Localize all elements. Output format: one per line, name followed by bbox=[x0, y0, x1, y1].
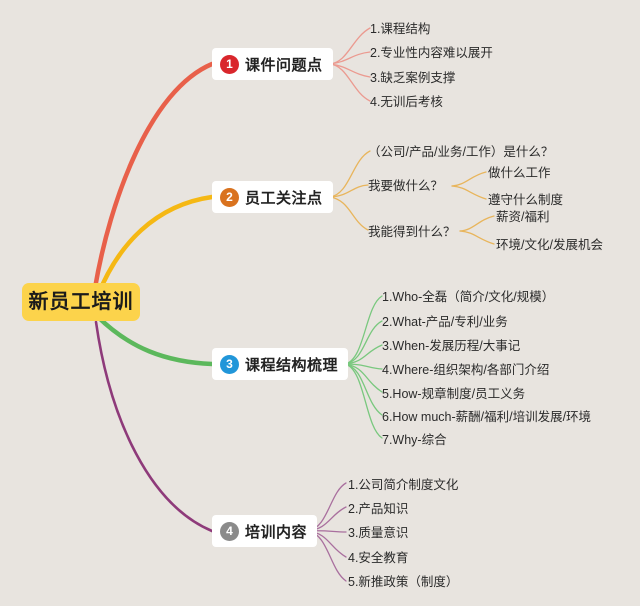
root-node[interactable]: 新员工培训 bbox=[22, 283, 140, 321]
branch-title-1: 课件问题点 bbox=[245, 56, 323, 74]
branch-title-4: 培训内容 bbox=[245, 523, 308, 541]
leaf-1-3[interactable]: 3.缺乏案例支撑 bbox=[370, 71, 456, 85]
leaf-2-2-1[interactable]: 做什么工作 bbox=[488, 166, 551, 180]
leaf-2-3-1[interactable]: 薪资/福利 bbox=[496, 210, 550, 224]
leaf-2-1[interactable]: （公司/产品/业务/工作）是什么？ bbox=[368, 145, 554, 159]
leaf-4-5[interactable]: 5.新推政策（制度） bbox=[348, 575, 459, 589]
leaf-line-1-1 bbox=[329, 27, 371, 65]
branch-title-3: 课程结构梳理 bbox=[245, 356, 339, 374]
trunk-branch-1 bbox=[92, 61, 215, 291]
branch-title-2: 员工关注点 bbox=[245, 189, 323, 207]
branch-node-3[interactable]: 3 课程结构梳理 bbox=[212, 348, 349, 380]
leaf-3-3[interactable]: 3.When-发展历程/大事记 bbox=[382, 339, 521, 353]
branch-node-2[interactable]: 2 员工关注点 bbox=[212, 181, 333, 213]
branch-number-badge-2: 2 bbox=[220, 187, 239, 207]
leaf-3-2[interactable]: 2.What-产品/专利/业务 bbox=[382, 315, 508, 329]
leaf-3-6[interactable]: 6.How much-薪酬/福利/培训发展/环境 bbox=[382, 410, 592, 424]
leaf-4-2[interactable]: 2.产品知识 bbox=[348, 502, 409, 516]
branch-node-1[interactable]: 1 课件问题点 bbox=[212, 48, 333, 80]
leaf-3-4[interactable]: 4.Where-组织架构/各部门介绍 bbox=[382, 363, 550, 377]
leaf-2-2-2[interactable]: 遵守什么制度 bbox=[488, 193, 564, 207]
leaf-line-3-7 bbox=[344, 363, 383, 439]
branch-number-badge-1: 1 bbox=[220, 54, 239, 74]
leaf-line-2-3 bbox=[329, 196, 369, 231]
leaf-line-2-3-2 bbox=[459, 230, 495, 245]
leaf-2-3-2[interactable]: 环境/文化/发展机会 bbox=[496, 238, 603, 252]
leaf-3-5[interactable]: 5.How-规章制度/员工义务 bbox=[382, 387, 526, 401]
trunk-branch-3 bbox=[95, 314, 215, 367]
leaf-3-7[interactable]: 7.Why-综合 bbox=[382, 433, 447, 447]
leaf-line-3-4 bbox=[344, 363, 383, 370]
leaf-line-3-2 bbox=[344, 320, 383, 365]
leaf-line-3-3 bbox=[344, 344, 383, 365]
leaf-line-1-2 bbox=[329, 51, 371, 65]
leaf-line-2-2 bbox=[329, 184, 369, 198]
leaf-line-2-1 bbox=[329, 150, 371, 198]
branch-number-badge-4: 4 bbox=[220, 521, 239, 541]
leaf-line-2-3-1 bbox=[459, 215, 495, 232]
leaf-line-3-5 bbox=[344, 363, 383, 393]
leaf-line-3-1 bbox=[344, 295, 383, 365]
leaf-line-3-6 bbox=[344, 363, 383, 416]
root-node-label: 新员工培训 bbox=[28, 291, 134, 313]
leaf-1-4[interactable]: 4.无训后考核 bbox=[370, 95, 443, 109]
leaf-line-2-2-1 bbox=[451, 171, 487, 187]
branch-number-badge-3: 3 bbox=[220, 354, 239, 374]
leaf-1-2[interactable]: 2.专业性内容难以展开 bbox=[370, 46, 493, 60]
branch-node-4[interactable]: 4 培训内容 bbox=[212, 515, 318, 547]
trunk-branch-4 bbox=[94, 320, 214, 533]
leaf-line-1-4 bbox=[329, 63, 371, 102]
leaf-2-3[interactable]: 我能得到什么？ bbox=[368, 225, 456, 239]
leaf-1-1[interactable]: 1.课程结构 bbox=[370, 22, 431, 36]
leaf-3-1[interactable]: 1.Who-全磊（简介/文化/规模） bbox=[382, 290, 555, 304]
leaf-2-2[interactable]: 我要做什么？ bbox=[368, 179, 444, 193]
leaf-4-4[interactable]: 4.安全教育 bbox=[348, 551, 409, 565]
leaf-4-3[interactable]: 3.质量意识 bbox=[348, 526, 409, 540]
leaf-4-1[interactable]: 1.公司简介制度文化 bbox=[348, 478, 459, 492]
trunk-branch-2 bbox=[95, 194, 215, 298]
leaf-line-1-3 bbox=[329, 63, 371, 78]
leaf-line-2-2-2 bbox=[451, 185, 487, 200]
